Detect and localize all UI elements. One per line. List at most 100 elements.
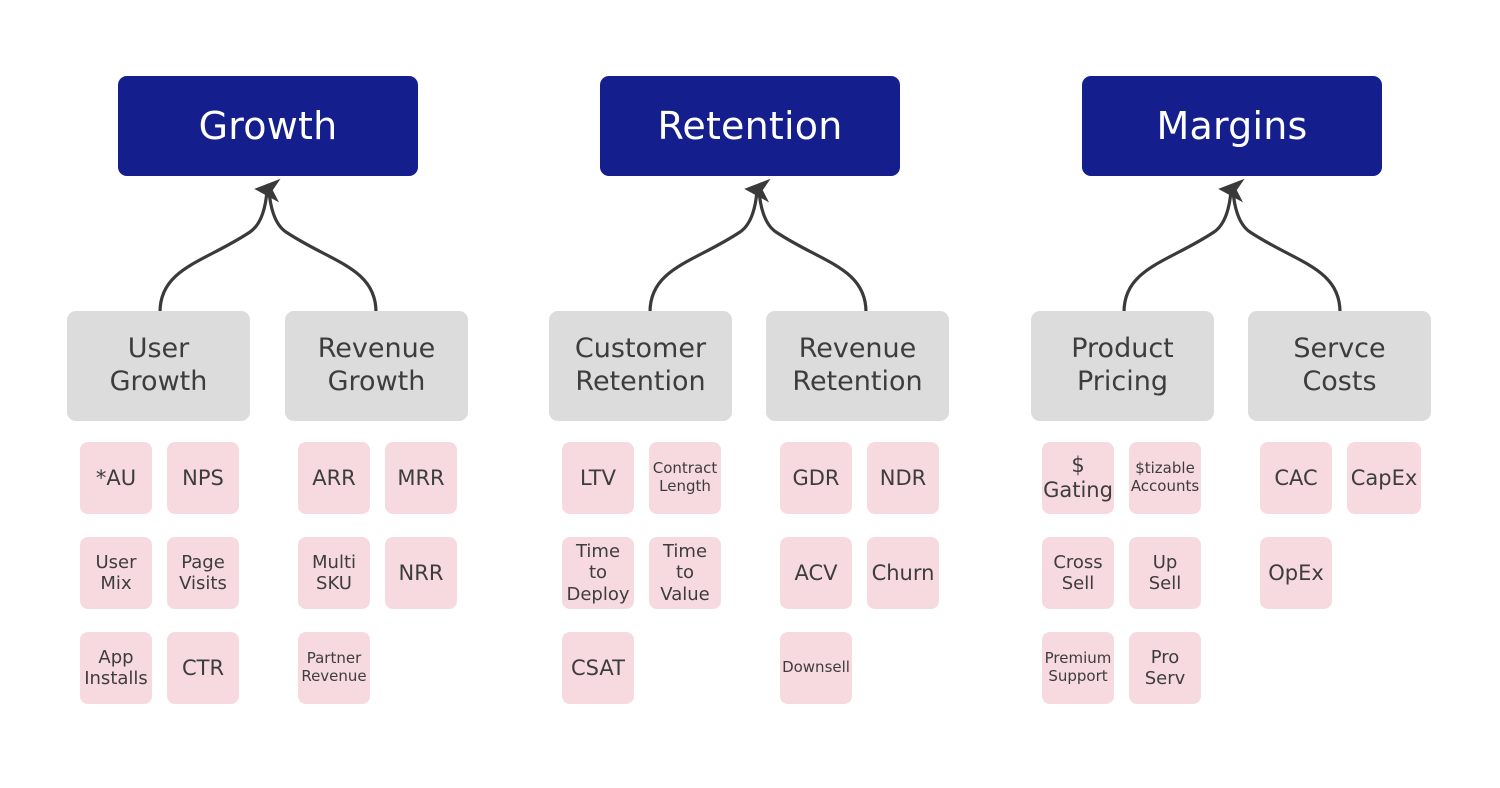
- metric-line2: Support: [1048, 667, 1108, 685]
- pillar-title-retention[interactable]: Retention: [600, 76, 900, 176]
- metric-line1: $tizable: [1135, 459, 1195, 478]
- metric-line2: Sell: [1061, 573, 1095, 594]
- pillar-title-growth[interactable]: Growth: [118, 76, 418, 176]
- pillar-title-margins[interactable]: Margins: [1082, 76, 1382, 176]
- connector-retention: [648, 178, 868, 313]
- connector-margins: [1122, 178, 1342, 313]
- metric-line2: Accounts: [1130, 477, 1200, 495]
- metric-page-visits[interactable]: Page Visits: [167, 537, 239, 609]
- branch-label-line2: Growth: [109, 366, 208, 397]
- metric-line1: Partner: [306, 649, 362, 668]
- metric-line2: Serv: [1144, 668, 1186, 689]
- branch-revenue-retention[interactable]: Revenue Retention: [766, 311, 949, 421]
- branch-label-line1: User: [127, 333, 190, 365]
- metric-tizable-accounts[interactable]: $tizable Accounts: [1129, 442, 1201, 514]
- metric-label: Premium Support: [1044, 649, 1112, 685]
- metric-label: Time to Deploy: [565, 541, 631, 605]
- metric-app-installs[interactable]: App Installs: [80, 632, 152, 704]
- metric-cross-sell[interactable]: Cross Sell: [1042, 537, 1114, 609]
- metric-label: Cross Sell: [1053, 552, 1102, 594]
- metric-pro-serv[interactable]: Pro Serv: [1129, 632, 1201, 704]
- connector-growth: [158, 178, 378, 313]
- branch-user-growth[interactable]: User Growth: [67, 311, 250, 421]
- metric-label: Time to Value: [652, 541, 718, 605]
- branch-label-line2: Costs: [1302, 366, 1377, 397]
- metric-mrr[interactable]: MRR: [385, 442, 457, 514]
- metric-multi-sku[interactable]: Multi SKU: [298, 537, 370, 609]
- metric-line1: Cross: [1053, 551, 1103, 573]
- branch-label: Product Pricing: [1071, 333, 1174, 399]
- metric-label: Partner Revenue: [301, 649, 366, 685]
- branch-label-line1: Revenue: [317, 333, 436, 365]
- branch-service-costs[interactable]: Servce Costs: [1248, 311, 1431, 421]
- metric-partner-revenue[interactable]: Partner Revenue: [298, 632, 370, 704]
- metric-contract-length[interactable]: Contract Length: [649, 442, 721, 514]
- metric-line2: Mix: [100, 573, 132, 594]
- metric-line1: Multi: [312, 551, 356, 573]
- metric-label: User Mix: [95, 552, 136, 594]
- metric-label: Pro Serv: [1145, 647, 1186, 689]
- metric-cac[interactable]: CAC: [1260, 442, 1332, 514]
- metric-capex[interactable]: CapEx: [1347, 442, 1421, 514]
- metric-line1: Time to: [662, 541, 708, 584]
- branch-label-line2: Pricing: [1076, 366, 1168, 397]
- metric-csat[interactable]: CSAT: [562, 632, 634, 704]
- metric-ndr[interactable]: NDR: [867, 442, 939, 514]
- branch-label: Servce Costs: [1293, 333, 1385, 399]
- metric-line2: Length: [659, 477, 711, 495]
- branch-label: Revenue Growth: [318, 333, 436, 399]
- metric-premium-support[interactable]: Premium Support: [1042, 632, 1114, 704]
- metric-line1: Contract: [652, 459, 718, 478]
- branch-label-line1: Servce: [1293, 333, 1386, 365]
- metric-line1: Page: [181, 551, 225, 573]
- metric-acv[interactable]: ACV: [780, 537, 852, 609]
- metric-line1: Time to: [575, 541, 621, 584]
- metric-line1: Pro: [1150, 646, 1180, 668]
- metric-downsell[interactable]: Downsell: [780, 632, 852, 704]
- metric-dollar-gating[interactable]: $ Gating: [1042, 442, 1114, 514]
- metric-arr[interactable]: ARR: [298, 442, 370, 514]
- metric-label: Page Visits: [179, 552, 227, 594]
- branch-label: Customer Retention: [575, 333, 706, 399]
- metric-time-to-value[interactable]: Time to Value: [649, 537, 721, 609]
- metric-ltv[interactable]: LTV: [562, 442, 634, 514]
- metric-opex[interactable]: OpEx: [1260, 537, 1332, 609]
- metric-label: Contract Length: [652, 459, 718, 495]
- metric-line1: Premium: [1044, 649, 1112, 668]
- metric-gdr[interactable]: GDR: [780, 442, 852, 514]
- metric-line2: Sell: [1148, 573, 1182, 594]
- metric-line2: Installs: [84, 668, 148, 689]
- branch-customer-retention[interactable]: Customer Retention: [549, 311, 732, 421]
- metric-label: App Installs: [84, 647, 148, 689]
- branch-label-line2: Growth: [327, 366, 426, 397]
- metric-line1: Up: [1152, 551, 1178, 573]
- metric-user-mix[interactable]: User Mix: [80, 537, 152, 609]
- metric-line2: Visits: [179, 573, 227, 594]
- metric-nrr[interactable]: NRR: [385, 537, 457, 609]
- metric-label: Up Sell: [1149, 552, 1182, 594]
- metric-line1: User: [95, 551, 137, 573]
- metric-nps[interactable]: NPS: [167, 442, 239, 514]
- branch-revenue-growth[interactable]: Revenue Growth: [285, 311, 468, 421]
- branch-label-line1: Customer: [574, 333, 707, 365]
- metric-label: $ Gating: [1043, 453, 1113, 503]
- branch-label-line1: Revenue: [798, 333, 917, 365]
- branch-label: Revenue Retention: [792, 333, 922, 399]
- metric-churn[interactable]: Churn: [867, 537, 939, 609]
- metric-up-sell[interactable]: Up Sell: [1129, 537, 1201, 609]
- branch-product-pricing[interactable]: Product Pricing: [1031, 311, 1214, 421]
- branch-label-line2: Retention: [575, 366, 706, 397]
- metric-label: $tizable Accounts: [1130, 459, 1200, 495]
- metric-ctr[interactable]: CTR: [167, 632, 239, 704]
- metric-line2: Gating: [1043, 478, 1113, 502]
- metric-au[interactable]: *AU: [80, 442, 152, 514]
- metric-time-to-deploy[interactable]: Time to Deploy: [562, 537, 634, 609]
- metric-line2: Deploy: [566, 583, 630, 605]
- branch-label-line1: Product: [1071, 333, 1174, 365]
- metric-line1: $: [1071, 453, 1085, 478]
- metric-line1: App: [98, 646, 134, 668]
- branch-label: User Growth: [110, 333, 208, 399]
- metric-label: Multi SKU: [312, 552, 356, 594]
- metric-line2: Value: [660, 583, 710, 605]
